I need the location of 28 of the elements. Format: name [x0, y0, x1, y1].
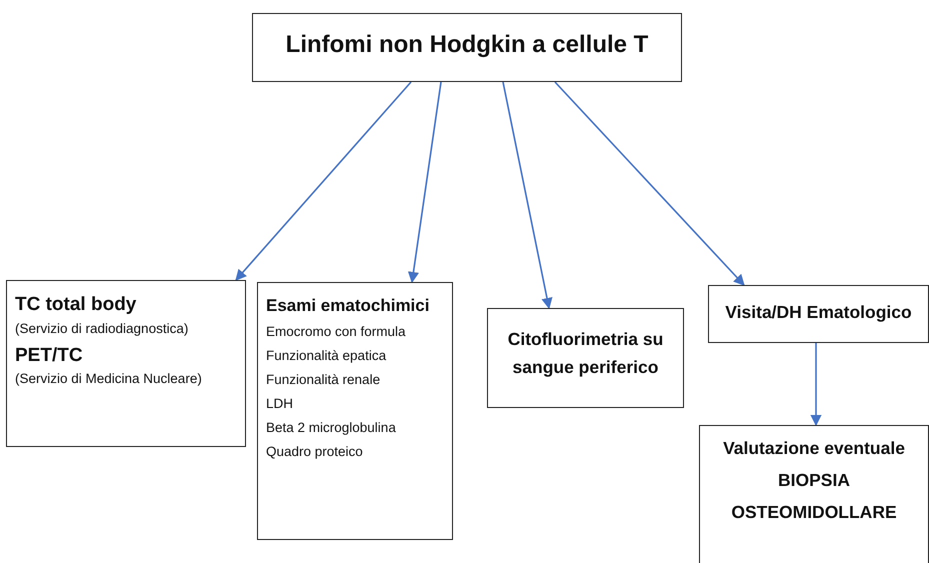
box-text: Funzionalità renale: [266, 372, 382, 389]
box-text: LDH: [266, 396, 294, 413]
box-heading: Linfomi non Hodgkin a cellule T: [284, 30, 650, 60]
arrow: [810, 343, 822, 426]
box-heading: BIOPSIA: [777, 470, 851, 492]
process-box: [699, 425, 929, 563]
process-box: [6, 280, 246, 447]
arrow: [554, 81, 745, 286]
box-text: (Servizio di Medicina Nucleare): [15, 371, 203, 388]
box-text: Funzionalità epatica: [266, 348, 388, 365]
box-text: Quadro proteico: [266, 444, 364, 460]
process-box: [252, 13, 682, 82]
box-heading: TC total body: [15, 293, 138, 317]
box-text: Emocromo con formula: [266, 324, 407, 342]
box-heading: Valutazione eventuale: [722, 438, 906, 460]
box-heading: Visita/DH Ematologico: [724, 302, 913, 324]
box-heading: Citofluorimetria su sangue periferico: [506, 328, 664, 379]
process-box: [708, 285, 929, 343]
box-heading: PET/TC: [15, 344, 84, 368]
arrow: [408, 82, 442, 284]
box-heading: Esami ematochimici: [266, 295, 430, 316]
process-box: [257, 282, 453, 540]
box-text: Beta 2 microglobulina: [266, 420, 397, 437]
box-heading: OSTEOMIDOLLARE: [730, 502, 898, 524]
arrow: [235, 81, 412, 281]
process-box: [487, 308, 684, 408]
box-text: (Servizio di radiodiagnostica): [15, 320, 190, 338]
arrow: [502, 82, 552, 310]
